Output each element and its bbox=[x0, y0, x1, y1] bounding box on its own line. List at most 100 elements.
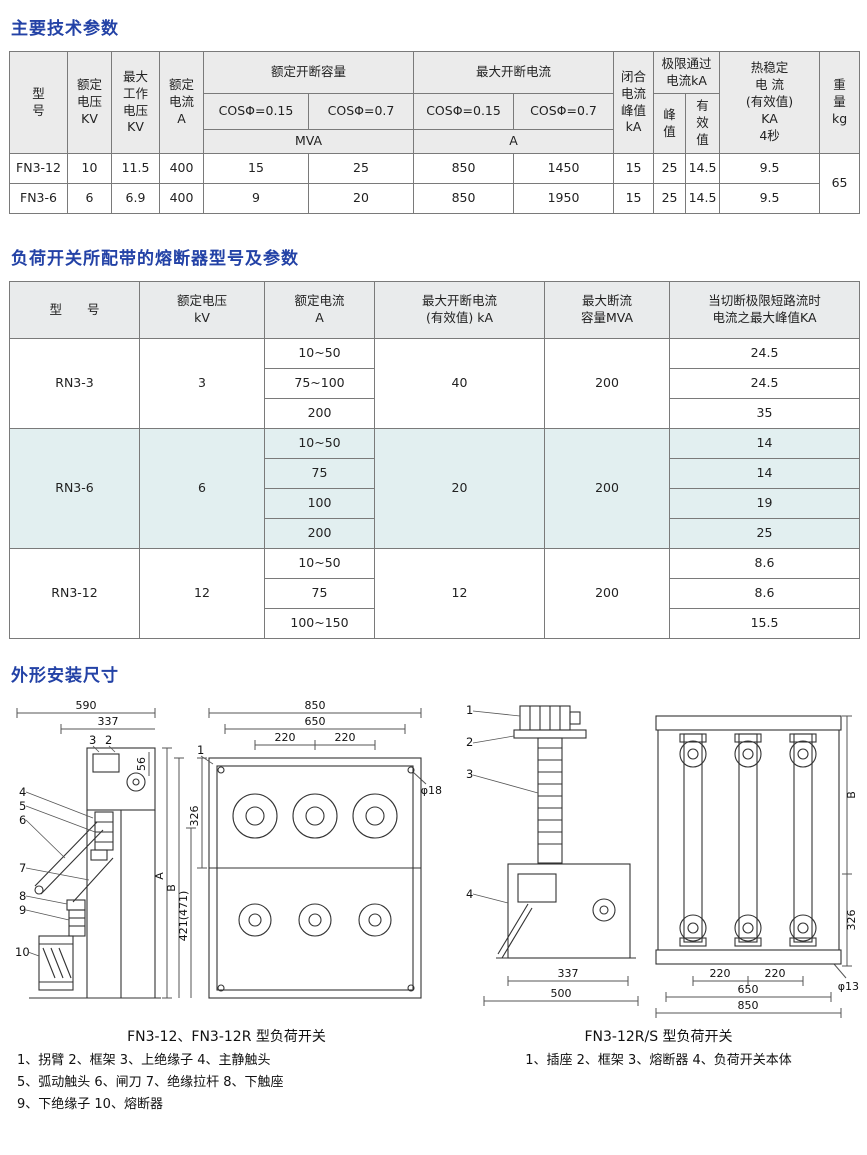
t2-header-model: 型 号 bbox=[9, 281, 140, 339]
callout-numbers-left: 1 2 3 4 5 6 7 8 9 bbox=[15, 733, 214, 959]
t1-header-weight: 重 量 kg bbox=[819, 51, 861, 154]
cell: 10~50 bbox=[264, 428, 375, 459]
table-row: COSΦ=0.15 COSΦ=0.7 COSΦ=0.15 COSΦ=0.7 峰 … bbox=[10, 93, 860, 154]
callout-8: 8 bbox=[19, 889, 26, 903]
cell: 75 bbox=[264, 458, 375, 489]
cell: 15 bbox=[613, 153, 655, 184]
cell: 200 bbox=[544, 338, 670, 429]
cell: 15.5 bbox=[669, 608, 860, 639]
technical-drawing-fn3-12rs: 337 500 220 220 650 850 B 326 φ13 bbox=[466, 703, 859, 1018]
cell: 100~150 bbox=[264, 608, 375, 639]
t1-header-rated-voltage: 额定 电压 KV bbox=[67, 51, 112, 154]
t2-header-max-breaking-current: 最大开断电流 (有效值) kA bbox=[374, 281, 545, 339]
callout-7: 7 bbox=[19, 861, 26, 875]
dim-337: 337 bbox=[558, 967, 579, 980]
cell: 14 bbox=[669, 458, 860, 489]
table-row: 75 8.6 bbox=[10, 578, 860, 609]
dim-590: 590 bbox=[76, 699, 97, 712]
drawing-left-parts-list: 1、拐臂 2、框架 3、上绝缘子 4、主静触头 5、弧动触头 6、闸刀 7、绝缘… bbox=[9, 1050, 444, 1116]
table-row: FN3-12 10 11.5 400 15 25 850 1450 15 25 … bbox=[9, 153, 861, 214]
cell: 200 bbox=[544, 428, 670, 549]
page: 主要技术参数 型 号 额定 电压 KV 最大 工作 电压 KV 额定 电流 A … bbox=[9, 19, 861, 1116]
cell: 75 bbox=[264, 578, 375, 609]
side-view-outline-left bbox=[29, 747, 161, 999]
dim-B: B bbox=[845, 791, 858, 799]
cell: 40 bbox=[374, 338, 545, 429]
section-title-dimensions: 外形安装尺寸 bbox=[11, 666, 119, 686]
dim-220-b: 220 bbox=[765, 967, 786, 980]
main-parameters-table: 型 号 额定 电压 KV 最大 工作 电压 KV 额定 电流 A 额定开断容量 … bbox=[9, 51, 861, 214]
cell: 200 bbox=[544, 548, 670, 639]
cell: 35 bbox=[669, 398, 860, 429]
t1-header-cos07-mva: COSΦ=0.7 bbox=[307, 93, 415, 130]
cell: 19 bbox=[669, 488, 860, 519]
cell: 15 bbox=[613, 183, 655, 214]
cell: 20 bbox=[307, 183, 415, 214]
parts-line: 1、插座 2、框架 3、熔断器 4、负荷开关本体 bbox=[525, 1053, 792, 1068]
t1-header-cos015-mva: COSΦ=0.15 bbox=[203, 93, 309, 130]
dim-337: 337 bbox=[98, 715, 119, 728]
dim-650: 650 bbox=[738, 983, 759, 996]
cell: 200 bbox=[264, 518, 375, 549]
cell: 12 bbox=[139, 548, 265, 639]
technical-drawing-fn3-12: 590 337 850 650 220 220 A B 421(471) bbox=[15, 699, 442, 999]
table-row: RN3-3 3 10~50 40 200 24.5 bbox=[9, 338, 860, 429]
fuse-parameters-table: 型 号 额定电压 kV 额定电流 A 最大开断电流 (有效值) kA 最大断流 … bbox=[9, 281, 860, 639]
callout-2: 2 bbox=[466, 735, 473, 749]
table-row: 75~100 24.5 bbox=[10, 368, 860, 399]
callout-6: 6 bbox=[19, 813, 26, 827]
t2-header-peak-current: 当切断极限短路流时 电流之最大峰值KA bbox=[669, 281, 860, 339]
t1-header-effective: 有 效 值 bbox=[685, 93, 721, 154]
dim-220-a: 220 bbox=[275, 731, 296, 744]
callout-numbers-right: 1 2 3 4 bbox=[466, 703, 539, 904]
dim-326: 326 bbox=[188, 806, 201, 827]
cell: 24.5 bbox=[669, 368, 860, 399]
dim-56: 56 bbox=[135, 757, 148, 771]
cell: 850 bbox=[413, 183, 515, 214]
callout-1: 1 bbox=[466, 703, 473, 717]
table-row: 型 号 额定 电压 KV 最大 工作 电压 KV 额定 电流 A 额定开断容量 … bbox=[9, 51, 861, 154]
dim-650: 650 bbox=[305, 715, 326, 728]
t1-header-closing-peak: 闭合 电流 峰值 kA bbox=[613, 51, 655, 154]
cell: 10~50 bbox=[264, 338, 375, 369]
dim-220-a: 220 bbox=[710, 967, 731, 980]
cell: 14 bbox=[669, 428, 860, 459]
t1-header-max-breaking-current: 最大开断电流 bbox=[413, 51, 615, 94]
drawing-left-column: 590 337 850 650 220 220 A B 421(471) bbox=[9, 698, 444, 1116]
cell-model: RN3-3 bbox=[9, 338, 140, 429]
table-row: 200 35 bbox=[10, 398, 860, 429]
cell: 3 bbox=[139, 338, 265, 429]
t2-header-max-capacity: 最大断流 容量MVA bbox=[544, 281, 670, 339]
cell: 25 bbox=[307, 153, 415, 184]
t1-header-peak: 峰 值 bbox=[653, 93, 687, 154]
cell: 9.5 bbox=[719, 153, 821, 184]
cell: 400 bbox=[159, 153, 204, 184]
t1-header-cos015-a: COSΦ=0.15 bbox=[413, 93, 515, 130]
cell: 10~50 bbox=[264, 548, 375, 579]
t1-header-rated-current: 额定 电流 A bbox=[159, 51, 204, 154]
t1-header-a-unit: A bbox=[413, 129, 615, 154]
cell: 20 bbox=[374, 428, 545, 549]
side-view-outline-right bbox=[496, 705, 636, 959]
cell: 10 bbox=[67, 153, 112, 184]
cell: 14.5 bbox=[685, 183, 721, 214]
cell: 12 bbox=[374, 548, 545, 639]
callout-9: 9 bbox=[19, 903, 26, 917]
parts-line: 9、下绝缘子 10、熔断器 bbox=[17, 1097, 163, 1113]
callout-4: 4 bbox=[466, 887, 473, 901]
section-title-main-parameters: 主要技术参数 bbox=[11, 19, 119, 39]
dim-phi13: φ13 bbox=[838, 980, 859, 993]
drawing-right-parts-list: 1、插座 2、框架 3、熔断器 4、负荷开关本体 bbox=[456, 1050, 861, 1072]
t1-header-thermal: 热稳定 电 流 (有效值) KA 4秒 bbox=[719, 51, 821, 154]
dim-A: A bbox=[153, 872, 166, 880]
cell: 8.6 bbox=[669, 578, 860, 609]
dim-850: 850 bbox=[305, 699, 326, 712]
table-row: FN3-6 6 6.9 400 9 20 850 1950 15 25 14.5… bbox=[9, 183, 860, 214]
t2-header-rated-current: 额定电流 A bbox=[264, 281, 375, 339]
front-view-outline-left bbox=[208, 757, 422, 999]
callout-2: 2 bbox=[105, 733, 112, 747]
parts-line: 1、拐臂 2、框架 3、上绝缘子 4、主静触头 bbox=[17, 1053, 271, 1068]
callout-5: 5 bbox=[19, 799, 26, 813]
dim-850: 850 bbox=[738, 999, 759, 1012]
parts-line: 5、弧动触头 6、闸刀 7、绝缘拉杆 8、下触座 bbox=[17, 1075, 284, 1091]
